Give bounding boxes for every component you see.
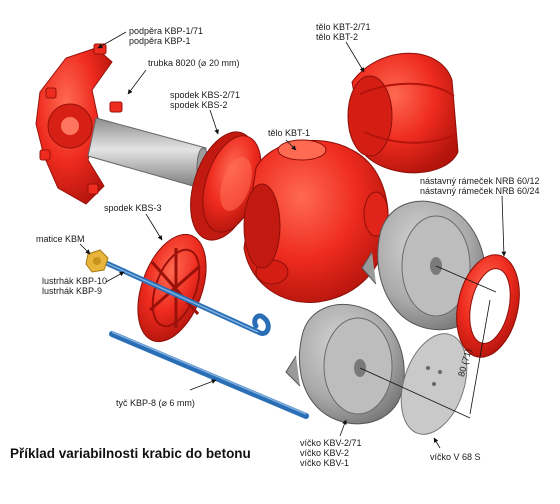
label-telo-kbt2-line2: tělo KBT-2 [316,32,359,42]
label-tyc: tyč KBP-8 (⌀ 6 mm) [116,398,195,408]
label-telo-kbt2-line1: tělo KBT-2/71 [316,22,371,32]
label-podpera-line1: podpěra KBP-1/71 [129,26,204,36]
label-vicko-kbv-line2: víčko KBV-2 [300,448,350,458]
trubka-8020-part [87,117,210,189]
label-spodek-kbs2-line1: spodek KBS-2/71 [170,90,241,100]
label-ramecek-line1: nástavný rámeček NRB 60/12 [420,176,540,186]
label-vicko-kbv-line1: víčko KBV-2/71 [300,438,362,448]
label-spodek-kbs3: spodek KBS-3 [104,203,162,213]
label-telo-kbt2: tělo KBT-2/71 tělo KBT-2 [316,22,371,42]
label-tyc-line: tyč KBP-8 (⌀ 6 mm) [116,398,195,408]
matice-kbm-part [85,249,109,273]
label-trubka-line: trubka 8020 (⌀ 20 mm) [148,58,240,68]
ramecek-nrb-part [456,254,520,358]
label-lustrhak: lustrhák KBP-10 lustrhák KBP-9 [42,276,107,296]
vicko-kbv-lower-part [285,304,405,425]
label-lustrhak-line2: lustrhák KBP-9 [42,286,103,296]
label-spodek-kbs2-line2: spodek KBS-2 [170,100,228,110]
label-spodek-kbs3-line: spodek KBS-3 [104,203,162,213]
telo-kbt1-part [243,139,389,303]
diagram-caption: Příklad variabilnosti krabic do betonu [10,446,251,461]
label-podpera: podpěra KBP-1/71 podpěra KBP-1 [129,26,203,46]
tyc-kbp8-part [109,331,309,419]
lustrhak-kbp10-part [101,259,271,336]
spodek-kbs3-part [137,233,207,343]
label-matice: matice KBM [36,234,85,244]
dimension-lines [359,265,497,419]
label-vicko-v68s: víčko V 68 S [430,452,481,462]
label-vicko-kbv: víčko KBV-2/71 víčko KBV-2 víčko KBV-1 [300,438,362,468]
leader-arrows [79,31,507,449]
label-telo-kbt1-line: tělo KBT-1 [268,128,311,138]
label-ramecek-line2: nástavný rámeček NRB 60/24 [420,186,540,196]
telo-kbt2-part [347,52,459,174]
label-trubka: trubka 8020 (⌀ 20 mm) [148,58,239,68]
label-vicko-kbv-line3: víčko KBV-1 [300,458,350,468]
label-spodek-kbs2: spodek KBS-2/71 spodek KBS-2 [170,90,240,110]
label-ramecek: nástavný rámeček NRB 60/12 nástavný ráme… [420,176,540,196]
label-telo-kbt1: tělo KBT-1 [268,128,310,138]
label-matice-line: matice KBM [36,234,85,244]
label-lustrhak-line1: lustrhák KBP-10 [42,276,108,286]
podpera-kbp1-part [35,43,123,205]
label-podpera-line2: podpěra KBP-1 [129,36,191,46]
label-vicko-v68s-line: víčko V 68 S [430,452,481,462]
